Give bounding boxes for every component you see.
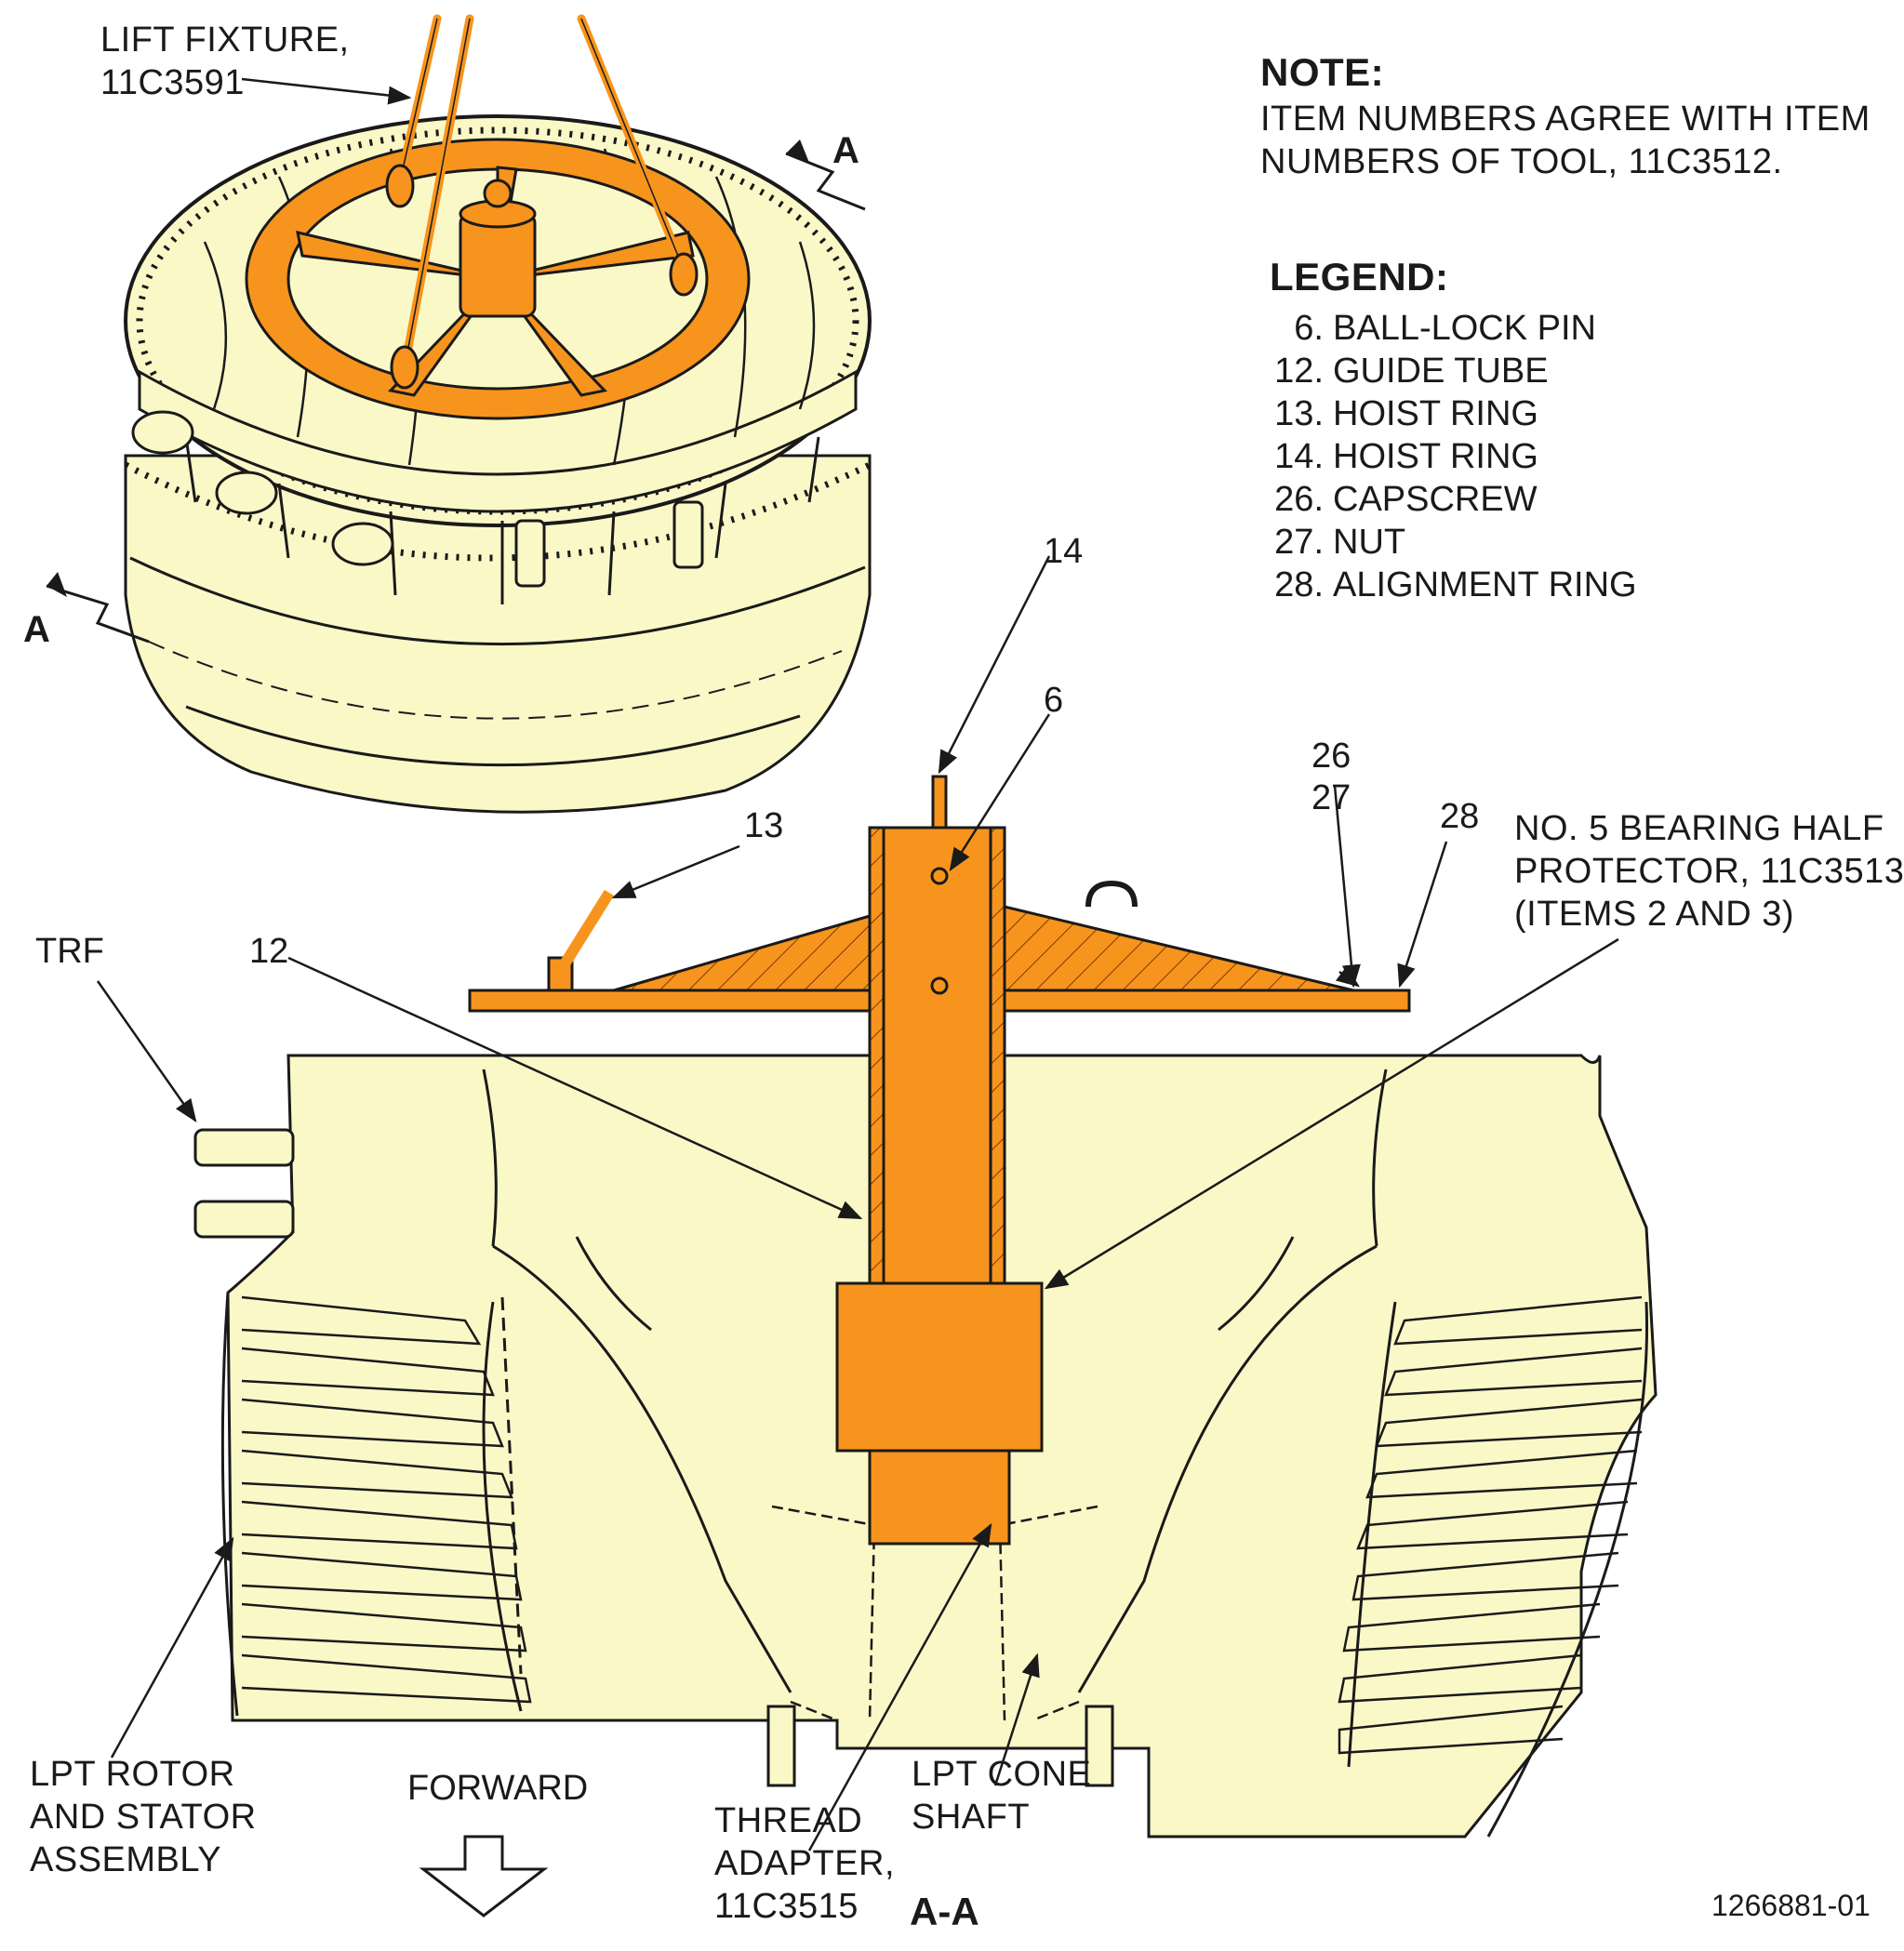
callout-item-28: 28 — [1440, 797, 1479, 836]
callout-bearing-protector: NO. 5 BEARING HALF PROTECTOR, 11C3513 (I… — [1514, 809, 1904, 934]
bearing-half-protector — [468, 880, 1411, 1013]
callout-lpt-rotor: LPT ROTOR AND STATOR ASSEMBLY — [30, 1755, 257, 1879]
callout-lpt-cone-shaft: LPT CONE SHAFT — [912, 1755, 1092, 1837]
section-view — [96, 555, 1658, 1918]
legend-item: 27.NUT — [1274, 523, 1406, 562]
guide-tube — [835, 775, 1044, 1546]
legend-item: 14.HOIST RING — [1274, 437, 1538, 476]
legend-item: 13.HOIST RING — [1274, 394, 1538, 433]
forward-arrow — [419, 1835, 549, 1918]
legend-item: 26.CAPSCREW — [1274, 480, 1538, 519]
section-a-top: A — [832, 130, 859, 171]
lpt-rotor-stack-left — [241, 1295, 532, 1704]
legend-item: 6.BALL-LOCK PIN — [1294, 309, 1596, 348]
legend-item: 28.ALIGNMENT RING — [1274, 565, 1637, 604]
callout-item-13: 13 — [744, 806, 783, 845]
callout-item-26: 26 — [1311, 737, 1351, 776]
legend-heading: LEGEND: — [1270, 255, 1449, 299]
callout-item-27: 27 — [1311, 778, 1351, 817]
callout-trf: TRF — [35, 932, 104, 971]
callout-item-12: 12 — [249, 932, 288, 971]
callout-lift-fixture: LIFT FIXTURE, 11C3591 — [100, 20, 350, 102]
legend-list: 6.BALL-LOCK PIN 12.GUIDE TUBE 13.HOIST R… — [1270, 307, 1637, 606]
callout-forward: FORWARD — [407, 1769, 588, 1808]
legend-item: 12.GUIDE TUBE — [1274, 352, 1549, 391]
callout-thread-adapter: THREAD ADAPTER, 11C3515 — [714, 1801, 896, 1926]
figure-id: 1266881-01 — [1711, 1889, 1871, 1922]
callout-item-6: 6 — [1044, 681, 1063, 720]
callout-item-14: 14 — [1044, 532, 1083, 571]
isometric-view — [46, 14, 872, 814]
section-a-left: A — [23, 609, 50, 650]
note-text: ITEM NUMBERS AGREE WITH ITEM NUMBERS OF … — [1260, 100, 1871, 181]
lift-fixture-wheel — [245, 138, 751, 420]
section-label-a-a: A-A — [910, 1890, 979, 1933]
note-heading: NOTE: — [1260, 50, 1385, 94]
